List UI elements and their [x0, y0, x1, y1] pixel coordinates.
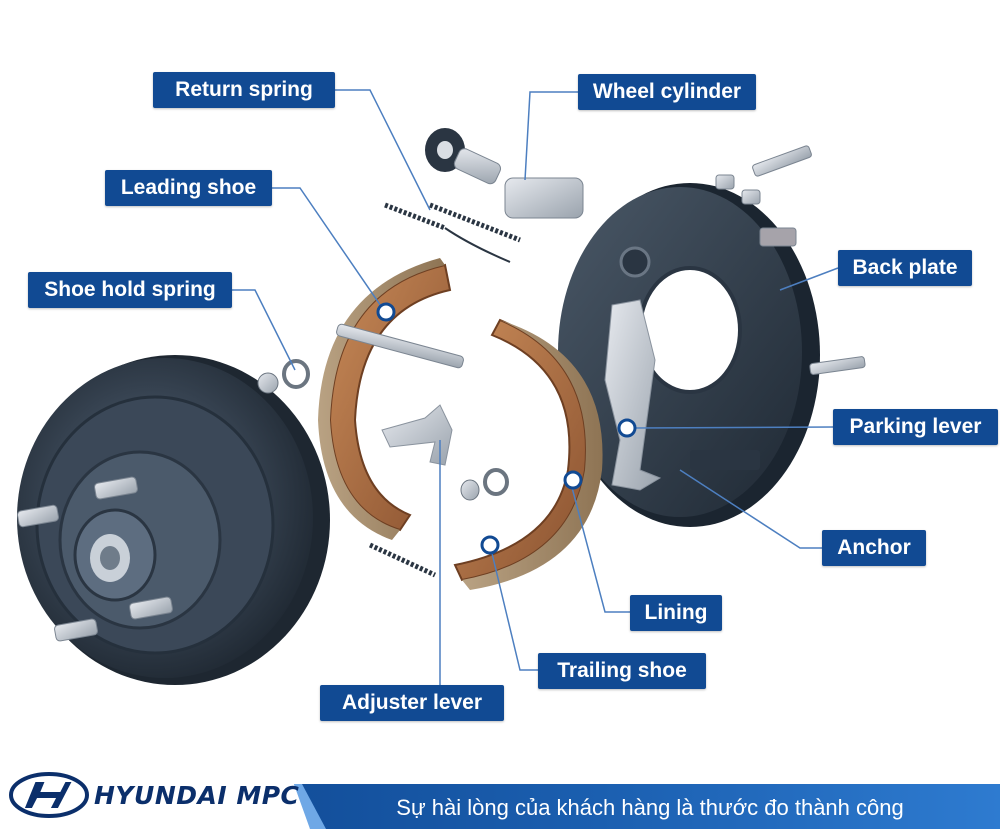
label-parking-lever: Parking lever — [833, 409, 998, 445]
label-adjuster-lever: Adjuster lever — [320, 685, 504, 721]
brake-drum — [17, 355, 330, 685]
label-lining: Lining — [630, 595, 722, 631]
shoe-hold-springs — [257, 359, 509, 501]
parking-lever-part — [604, 299, 662, 491]
label-back-plate: Back plate — [838, 250, 972, 286]
callout-dots — [376, 302, 637, 555]
label-return-spring: Return spring — [153, 72, 335, 108]
footer-slogan: Sự hài lòng của khách hàng là thước đo t… — [396, 795, 904, 820]
bleeder-screw-and-bolts — [715, 145, 866, 375]
lower-return-spring — [368, 542, 437, 578]
label-trailing-shoe: Trailing shoe — [538, 653, 706, 689]
exploded-brake-illustration — [17, 89, 866, 685]
return-springs — [384, 202, 521, 263]
wheel-studs — [17, 476, 173, 642]
label-shoe-hold-spring: Shoe hold spring — [28, 272, 232, 308]
wheel-cylinder-part — [425, 128, 584, 219]
footer-banner: HYUNDAI MPC Sự hài lòng của khách hàng l… — [0, 760, 1000, 829]
leading-shoe-part — [318, 258, 464, 540]
label-anchor: Anchor — [822, 530, 926, 566]
leader-lines — [232, 89, 839, 685]
brake-diagram: Return spring Wheel cylinder Leading sho… — [17, 72, 998, 721]
hyundai-logo-icon — [9, 772, 89, 818]
adjuster-lever-part — [381, 404, 453, 466]
label-leading-shoe: Leading shoe — [105, 170, 272, 206]
brand-name: HYUNDAI MPC — [94, 781, 300, 810]
trailing-shoe-part — [453, 318, 603, 590]
label-wheel-cylinder: Wheel cylinder — [578, 74, 756, 110]
